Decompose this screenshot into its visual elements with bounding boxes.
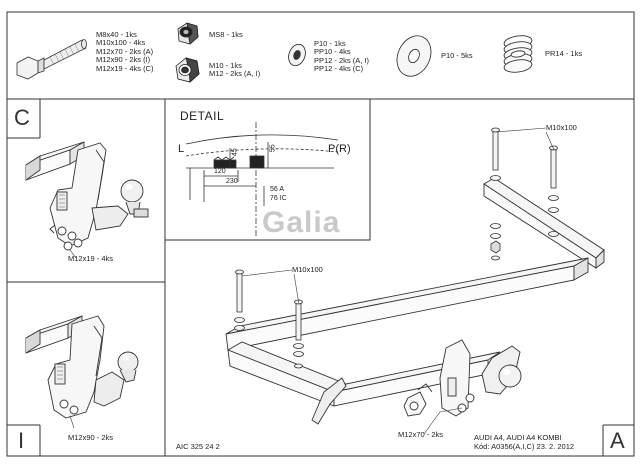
dim-45: 45	[231, 148, 239, 157]
spring-washer-icon	[503, 35, 533, 73]
detail-drawing	[185, 122, 339, 236]
washer-spec: PP10 - 4ks	[314, 47, 351, 57]
car-model: AUDI A4, AUDI A4 KOMBI	[474, 433, 562, 442]
drawing-code: AIC 325 24 2	[176, 442, 220, 451]
kod-line: Kód: A0356(A,I,C) 23. 2. 2012	[474, 442, 575, 451]
panel-i-callout: M12x90 - 2ks	[68, 433, 114, 442]
vertical-bolts	[234, 127, 559, 369]
washer-spec: PP12 - 4ks (C)	[314, 64, 364, 74]
dim-56a: 56 A	[270, 186, 285, 193]
panel-i-leader	[69, 415, 75, 429]
detail-box	[165, 99, 371, 241]
bolt-spec: M12x70 - 2ks (A)	[96, 46, 154, 56]
galia-watermark-logo: Galia	[262, 206, 341, 239]
panel-c-leader	[69, 249, 77, 259]
detail-right-label: P(R)	[328, 143, 351, 155]
hex-nut-icon	[175, 57, 200, 83]
bolt-icon	[16, 39, 87, 80]
bolt-spec: M8x40 - 1ks	[96, 30, 137, 39]
nut-list: M10 - 1ks M12 - 2ks (A, I)	[209, 61, 261, 79]
panel-c-drawing	[25, 141, 149, 251]
main-callout-top: M10x100	[546, 123, 577, 132]
bolt-spec: M10x100 - 4ks	[96, 38, 146, 48]
panel-i-drawing	[25, 315, 139, 419]
main-hitch-drawing	[225, 177, 605, 425]
dim-230: 230	[226, 178, 238, 185]
washer-spec: PP12 - 2ks (A, I)	[314, 55, 370, 65]
ms8-spec: MS8 - 1ks	[209, 30, 243, 39]
panel-c-callout: M12x19 - 4ks	[68, 254, 114, 263]
big-washer-spec: P10 - 5ks	[441, 51, 473, 60]
nut-spec: M12 - 2ks (A, I)	[209, 69, 261, 79]
dim-120: 120	[214, 168, 226, 175]
bolt-list: M8x40 - 1ks M10x100 - 4ks M12x70 - 2ks (…	[96, 30, 154, 73]
bolt-spec: M12x19 - 4ks (C)	[96, 63, 154, 73]
small-washer-icon	[288, 43, 306, 67]
washer-list: P10 - 1ks PP10 - 4ks PP12 - 2ks (A, I) P…	[314, 39, 370, 74]
ms8-nut-icon	[177, 22, 199, 45]
dim-76ic: 76 IC	[270, 195, 287, 202]
panel-letter-i: I	[18, 428, 25, 453]
detail-left-label: L	[178, 143, 185, 155]
outer-frame	[6, 11, 635, 457]
main-callout-bottom: M12x70 - 2ks	[398, 430, 444, 439]
detail-title: DETAIL	[180, 109, 225, 123]
dim-55: 55	[269, 144, 277, 153]
spring-washer-spec: PR14 - 1ks	[545, 49, 583, 58]
nut-spec: M10 - 1ks	[209, 61, 242, 70]
panel-letter-c: C	[14, 105, 30, 130]
main-callout-mid: M10x100	[292, 265, 323, 274]
washer-spec: P10 - 1ks	[314, 39, 346, 48]
bolt-spec: M12x90 - 2ks (I)	[96, 55, 151, 65]
leader-lines	[241, 127, 555, 435]
panel-letter-a: A	[610, 428, 625, 453]
large-washer-icon	[396, 35, 432, 77]
